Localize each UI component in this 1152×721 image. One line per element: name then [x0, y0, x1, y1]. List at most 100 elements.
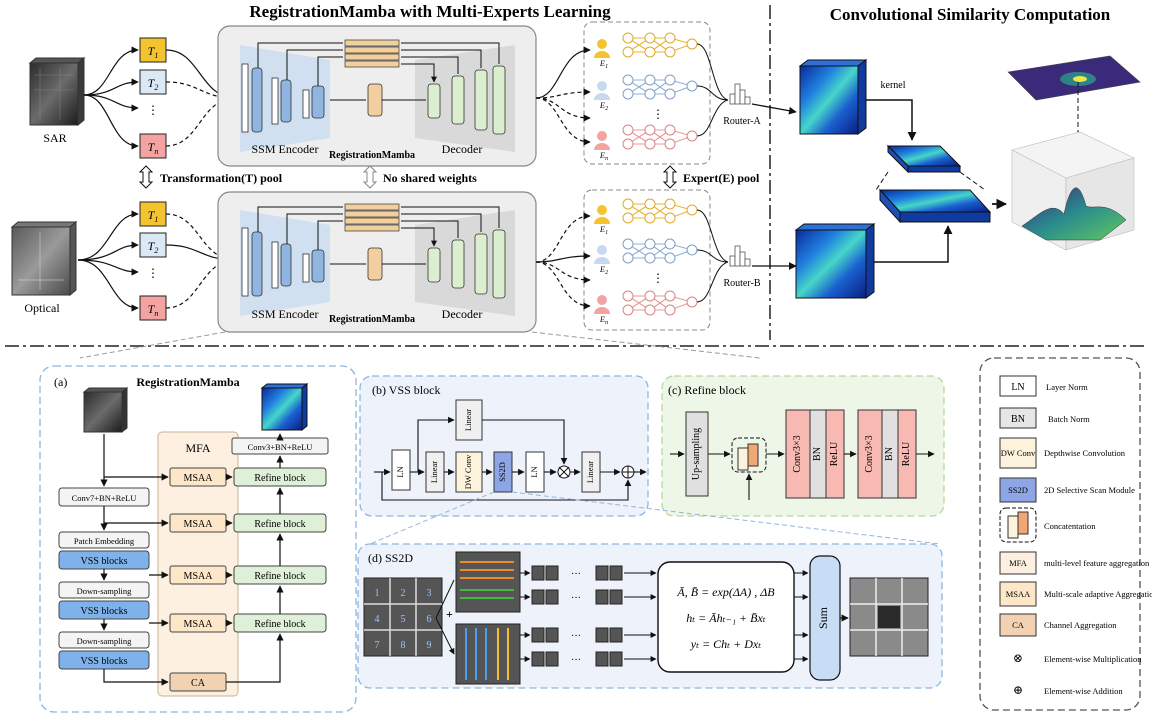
vss-dwconv: DW Conv — [463, 454, 473, 489]
projection-lines — [875, 171, 986, 191]
eq-3: yₜ = Chₜ + Dxₜ — [690, 637, 761, 651]
upsampling-label: Up-sampling — [691, 428, 702, 480]
panel-a-arrows — [100, 433, 284, 686]
ss2d-output-grid — [849, 577, 929, 657]
decoder-label-top: Decoder — [442, 142, 483, 156]
grid-9: 9 — [427, 640, 432, 651]
transform-pool-label: Transformation(T) pool — [160, 171, 283, 185]
svg-text:···: ··· — [571, 655, 581, 666]
mfa-label: MFA — [185, 441, 210, 455]
legend-key-bn: BN — [1011, 414, 1025, 425]
t-ellipsis: ⋮ — [147, 103, 159, 117]
legend-desc-ca: Channel Aggregation — [1044, 620, 1117, 630]
vss-blocks-1: VSS blocks — [81, 556, 128, 567]
ss2d-zoom-lines — [369, 491, 941, 545]
svg-text:···: ··· — [571, 569, 581, 580]
tnb-label: Tn — [148, 302, 159, 318]
router-a — [696, 43, 797, 137]
vss-linear-top: Linear — [463, 409, 473, 431]
panel-a-title: RegistrationMamba — [136, 375, 239, 389]
legend-desc-concat: Concatentation — [1044, 521, 1096, 531]
expert-en-top: En — [599, 150, 608, 162]
eq-1: Ā, B̄ = exp(ΔA) , ΔB — [676, 585, 775, 599]
decoder-label-bottom: Decoder — [442, 307, 483, 321]
legend-desc-ss2d: 2D Selective Scan Module — [1044, 485, 1135, 495]
no-shared-arrow — [362, 165, 378, 189]
panel-d-title: (d) SS2D — [368, 551, 413, 565]
vss-blocks-2: VSS blocks — [81, 606, 128, 617]
conv3x3-2: Conv3×3 — [864, 435, 875, 472]
msaa-2: MSAA — [184, 519, 214, 530]
tb-ellipsis: ⋮ — [147, 266, 159, 280]
vss-blocks-3: VSS blocks — [81, 656, 128, 667]
legend-desc-mfa: multi-level feature aggregation — [1044, 558, 1150, 568]
expert-pool-top: ⋮ — [583, 21, 711, 165]
title-left: RegistrationMamba with Multi-Experts Lea… — [249, 2, 611, 21]
sar-label: SAR — [43, 131, 66, 145]
transform-pool-top: T1 T2 ⋮ Tn — [139, 37, 167, 159]
expert-en-bottom: En — [599, 314, 608, 326]
conv7-label: Conv7+BN+ReLU — [72, 493, 137, 503]
optical-label: Optical — [24, 301, 60, 315]
bn-1: BN — [812, 447, 823, 461]
similarity-surface — [1011, 131, 1135, 251]
panel-b-frame — [359, 375, 649, 517]
encoder-label-bottom: SSM Encoder — [252, 307, 319, 321]
encoder-label-top: SSM Encoder — [252, 142, 319, 156]
kernel-map — [886, 144, 962, 174]
feature-map-a — [798, 59, 868, 135]
kernel-arrow — [866, 99, 917, 141]
optical-image — [10, 220, 78, 297]
expert-pool-arrow — [662, 165, 678, 189]
similarity-heatmap — [1007, 55, 1141, 101]
legend-key-dwconv: DW Conv — [1001, 448, 1036, 458]
grid-4: 4 — [375, 614, 380, 625]
panel-a-left-stack — [58, 487, 150, 670]
ca-label: CA — [191, 678, 206, 689]
legend-key-msaa: MSAA — [1006, 589, 1031, 599]
sar-to-t-arrows — [83, 46, 139, 150]
legend-frame — [979, 357, 1141, 711]
sar-image — [28, 56, 86, 127]
panel-a-tag: (a) — [54, 375, 67, 389]
vss-linear-2: Linear — [585, 461, 595, 483]
scan-paths: + — [435, 551, 521, 685]
legend-key-ln: LN — [1011, 382, 1024, 393]
router-a-label: Router-A — [723, 116, 761, 127]
legend-key-mfa: MFA — [1009, 558, 1028, 568]
vss-ln-2: LN — [529, 466, 539, 477]
eq-to-sum-arrows — [794, 570, 809, 662]
vss-linear-1: Linear — [429, 461, 439, 483]
eq-2: hₜ = Āhₜ₋₁ + B̄xₜ — [686, 611, 766, 625]
grid-8: 8 — [401, 640, 406, 651]
legend-key-ss2d: SS2D — [1008, 485, 1028, 495]
expert-e1-bottom: E1 — [599, 224, 608, 236]
svg-text:+: + — [446, 607, 453, 621]
refine-block-diagram — [670, 409, 935, 500]
feature-map-b — [794, 223, 876, 299]
svg-text:···: ··· — [571, 631, 581, 642]
grid-7: 7 — [375, 640, 380, 651]
conv3-label: Conv3+BN+ReLU — [248, 442, 313, 452]
t2b-label: T2 — [148, 239, 159, 255]
msaa-3: MSAA — [184, 571, 214, 582]
down-sampling-2: Down-sampling — [77, 636, 133, 646]
legend-desc-ln: Layer Norm — [1046, 382, 1088, 392]
model-to-expert-arrows — [535, 46, 591, 310]
feature-b-arrow — [874, 225, 953, 263]
legend-swatches — [999, 375, 1037, 637]
relu-2: ReLU — [901, 441, 912, 466]
transform-pool-arrow — [138, 165, 154, 189]
msaa-1: MSAA — [184, 473, 214, 484]
tn-label: Tn — [148, 140, 159, 156]
expert-pool-bottom: ⋮ — [583, 189, 711, 331]
kernel-label: kernel — [881, 80, 906, 91]
expert-e2-top: E2 — [599, 100, 608, 112]
legend-desc-bn: Batch Norm — [1048, 414, 1090, 424]
model-box-top — [217, 25, 537, 167]
legend-desc-dwconv: Depthwise Convolution — [1044, 448, 1126, 458]
msaa-4: MSAA — [184, 619, 214, 630]
vss-block-diagram — [374, 399, 647, 501]
vss-ss2d: SS2D — [497, 462, 507, 482]
